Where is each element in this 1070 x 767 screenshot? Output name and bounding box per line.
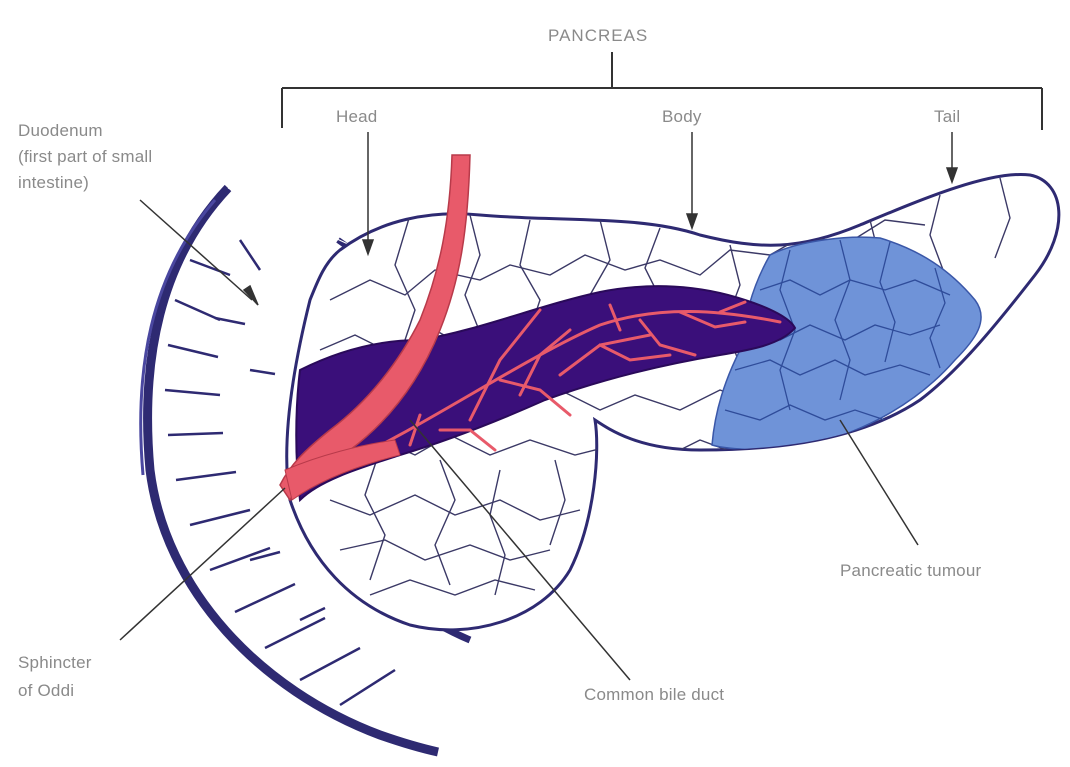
label-duodenum-line2: (first part of small (18, 146, 152, 167)
label-common-bile-duct: Common bile duct (584, 684, 724, 705)
label-sphincter-line2: of Oddi (18, 680, 74, 701)
label-pancreatic-tumour: Pancreatic tumour (840, 560, 981, 581)
label-head: Head (336, 106, 377, 127)
label-duodenum-line3: intestine) (18, 172, 89, 193)
label-body: Body (662, 106, 702, 127)
label-sphincter-line1: Sphincter (18, 652, 92, 673)
pancreas-title: PANCREAS (548, 25, 648, 46)
label-tail: Tail (934, 106, 960, 127)
label-duodenum-line1: Duodenum (18, 120, 103, 141)
